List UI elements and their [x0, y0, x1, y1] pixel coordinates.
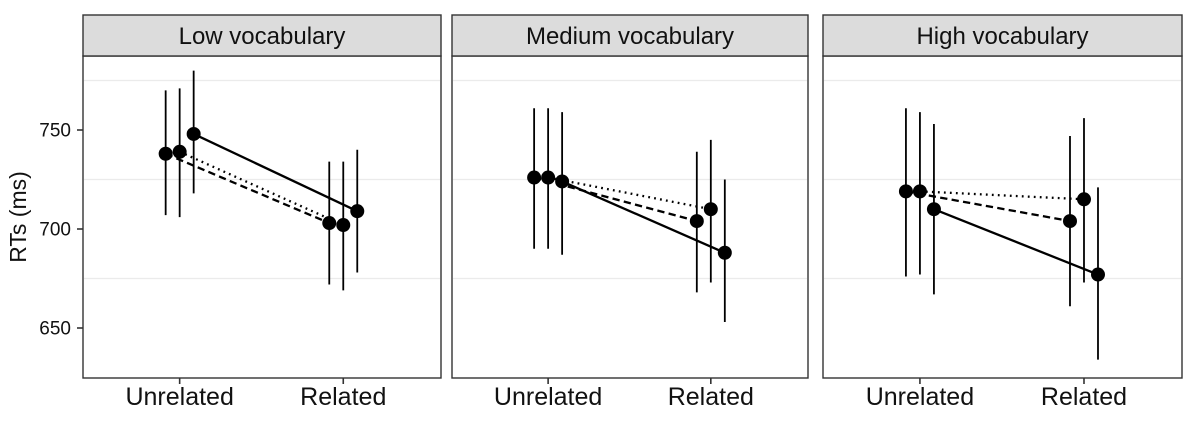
series-line-dotted: [547, 176, 712, 211]
data-point: [350, 204, 365, 219]
data-point: [1090, 267, 1105, 282]
x-category-label: Unrelated: [866, 383, 974, 411]
facet-strip: [82, 14, 442, 57]
facet-strip: [822, 14, 1183, 57]
data-point: [158, 146, 173, 161]
y-tick-label: 650: [39, 319, 71, 340]
series-line-solid: [193, 132, 358, 213]
x-category-label: Unrelated: [494, 383, 602, 411]
y-tick-label: 700: [39, 220, 71, 241]
data-point: [717, 245, 732, 260]
y-tick-label: 750: [39, 121, 71, 142]
series-line-solid: [561, 180, 726, 254]
facet-strip: [451, 14, 809, 57]
data-point: [336, 218, 351, 233]
facet-strip-title: Medium vocabulary: [526, 23, 734, 50]
data-point: [186, 126, 201, 141]
data-point: [912, 184, 927, 199]
data-point: [527, 170, 542, 185]
data-point: [898, 184, 913, 199]
panel-background: [83, 56, 441, 378]
panel-background: [452, 56, 808, 378]
data-point: [172, 144, 187, 159]
x-category-label: Related: [1041, 383, 1127, 411]
x-category-label: Unrelated: [125, 383, 233, 411]
data-point: [926, 202, 941, 217]
series-line-solid: [933, 208, 1099, 276]
y-axis-title: RTs (ms): [5, 171, 31, 263]
x-category-label: Related: [300, 383, 386, 411]
series-line-dashed: [165, 152, 330, 225]
data-point: [1076, 192, 1091, 207]
panel-background: [823, 56, 1182, 378]
series-line-dashed: [905, 190, 1071, 223]
data-point: [703, 202, 718, 217]
data-point: [555, 174, 570, 189]
x-category-label: Related: [668, 383, 754, 411]
facet-strip-title: Low vocabulary: [179, 23, 346, 50]
data-point: [322, 216, 337, 231]
data-point: [689, 214, 704, 229]
data-point: [1062, 214, 1077, 229]
facet-strip-title: High vocabulary: [916, 23, 1088, 50]
data-point: [541, 170, 556, 185]
